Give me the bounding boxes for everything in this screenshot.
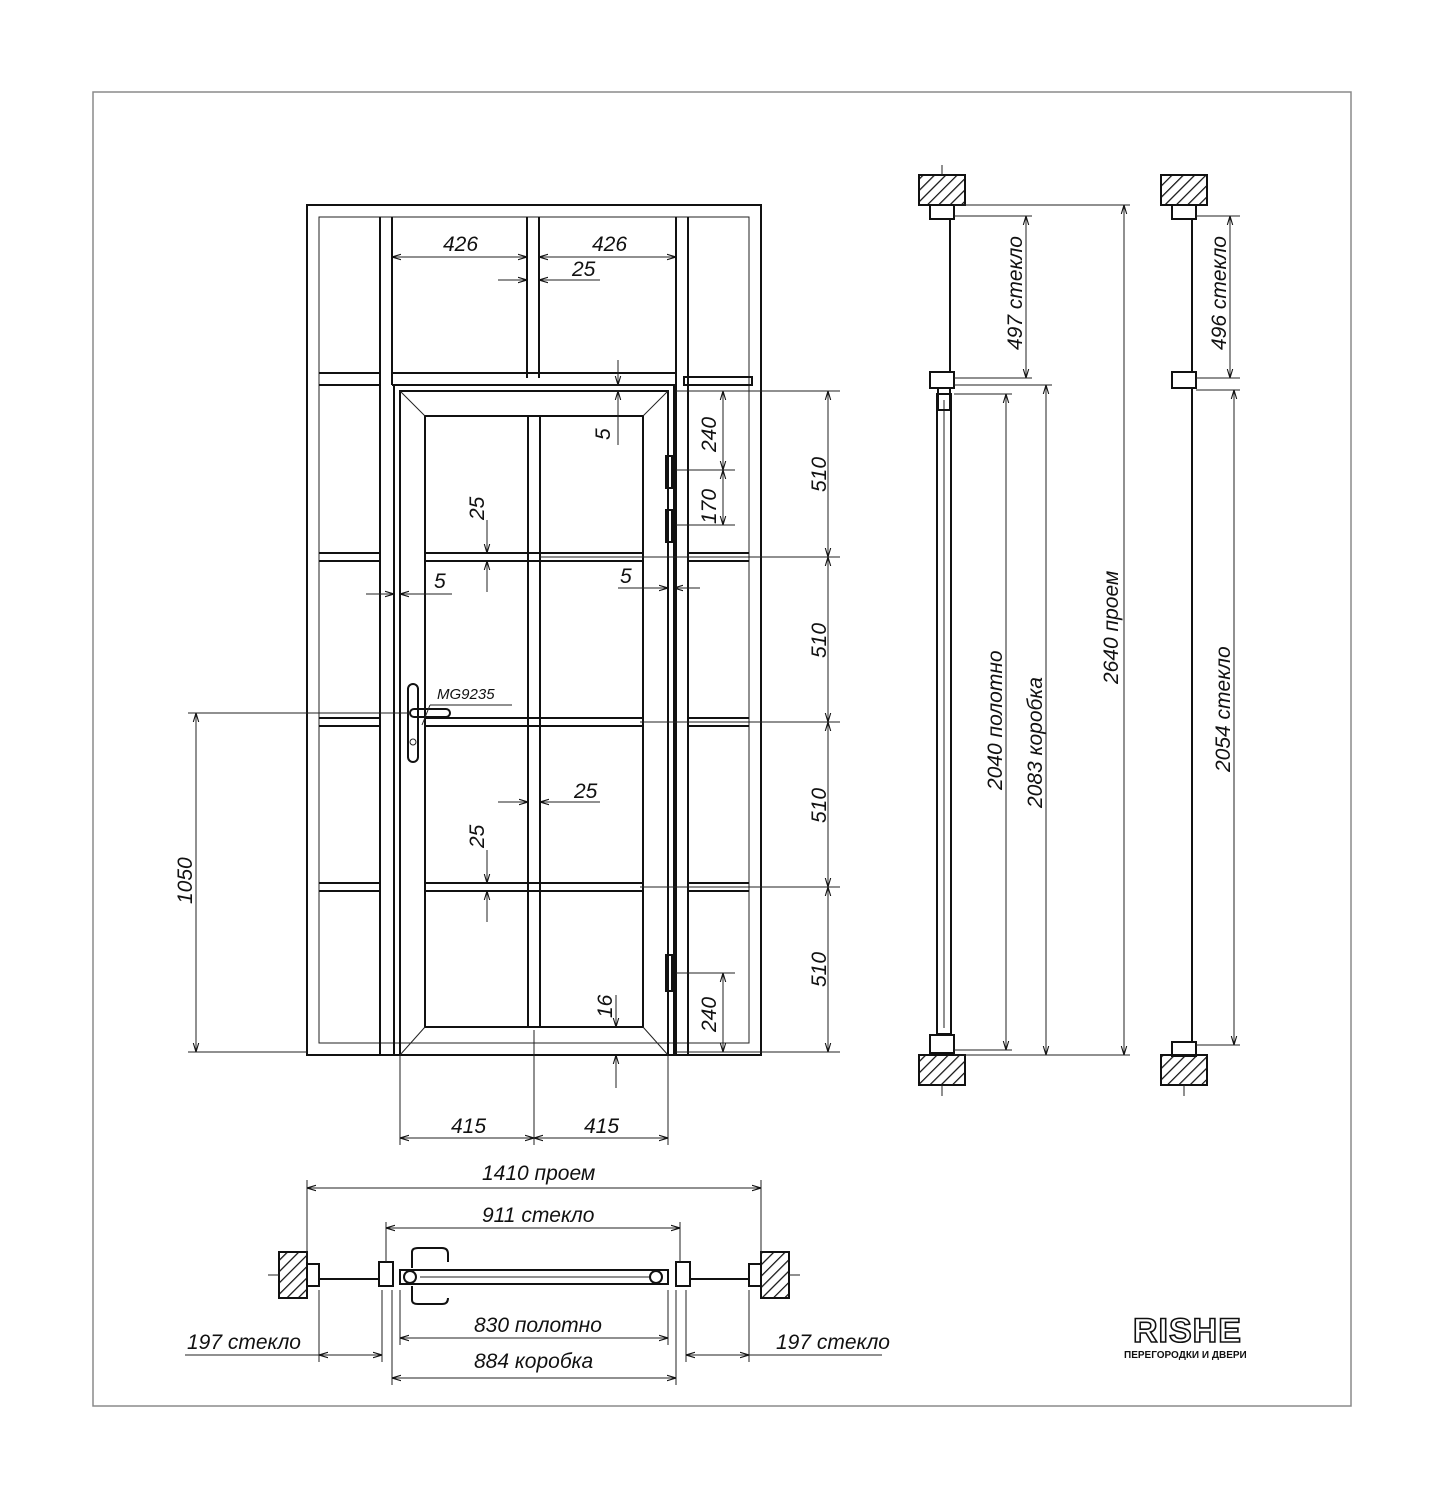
dim-section-side-transom-glass: 496 стекло — [1208, 236, 1231, 350]
sheet-border — [92, 91, 1352, 1407]
dim-hinge-spacing: 170 — [698, 489, 721, 524]
dim-handle-height: 1050 — [174, 857, 197, 904]
section-side-wall-top-icon — [1160, 174, 1208, 206]
dim-hinge-bottom-offset: 240 — [698, 997, 721, 1033]
hinge-top-icon — [665, 455, 673, 489]
dim-hinge-top-offset: 240 — [698, 417, 721, 453]
dim-plan-frame-box: 884 коробка — [474, 1350, 593, 1373]
dim-gap-left: 5 — [434, 570, 446, 593]
dim-plan-side-glass-right: 197 стекло — [776, 1331, 890, 1354]
dim-gap-right: 5 — [620, 565, 632, 588]
dim-door-bar-upper: 25 — [466, 496, 489, 521]
handle-model-label: MG9235 — [437, 686, 495, 703]
dim-door-bar-lower: 25 — [466, 824, 489, 849]
dim-row-1: 510 — [808, 457, 831, 492]
dim-row-4: 510 — [808, 952, 831, 987]
hinge-bottom-icon — [665, 954, 673, 992]
dim-row-2: 510 — [808, 623, 831, 658]
plan-handle-icon — [411, 1247, 449, 1268]
dim-top-gap: 5 — [592, 428, 615, 440]
section-side-wall-bottom-icon — [1160, 1054, 1208, 1086]
section-door-wall-bottom-icon — [918, 1054, 966, 1086]
plan-view: 1410 проем 911 стекло 830 полотно 884 ко… — [185, 1162, 890, 1385]
dim-plan-opening: 1410 проем — [482, 1162, 595, 1185]
section-side: 496 стекло 2054 стекло — [1160, 174, 1240, 1096]
dim-leaf-right: 415 — [584, 1115, 619, 1138]
rishe-logo: RISHE ПЕРЕГОРОДКИ И ДВЕРИ — [1124, 1311, 1247, 1361]
dim-section-door-leaf: 2040 полотно — [984, 650, 1007, 791]
dim-plan-leaf: 830 полотно — [474, 1314, 602, 1337]
dim-plan-glass-total: 911 стекло — [482, 1204, 595, 1227]
logo-tagline: ПЕРЕГОРОДКИ И ДВЕРИ — [1124, 1350, 1247, 1361]
dim-top-mullion: 25 — [571, 258, 596, 281]
dim-door-mullion: 25 — [573, 780, 598, 803]
dim-top-right-width: 426 — [592, 233, 627, 256]
section-door: 497 стекло 2040 полотно 2083 коробка 264… — [918, 165, 1130, 1096]
dim-section-door-frame-box: 2083 коробка — [1024, 677, 1047, 809]
dim-bottom-rail: 16 — [594, 994, 617, 1018]
dim-section-side-glass: 2054 стекло — [1212, 646, 1235, 773]
front-elevation: MG9235 426 426 25 5 240 170 510 51 — [174, 204, 840, 1145]
logo-name: RISHE — [1133, 1312, 1242, 1350]
dim-leaf-left: 415 — [451, 1115, 486, 1138]
hinge-middle-icon — [665, 509, 673, 543]
dim-section-door-transom-glass: 497 стекло — [1004, 236, 1027, 350]
dim-plan-side-glass-left: 197 стекло — [187, 1331, 301, 1354]
wall-left-icon — [278, 1251, 308, 1299]
dim-top-left-width: 426 — [443, 233, 478, 256]
dim-row-3: 510 — [808, 788, 831, 823]
wall-right-icon — [760, 1251, 790, 1299]
section-door-wall-top-icon — [918, 174, 966, 206]
dim-section-door-opening: 2640 проем — [1100, 571, 1123, 685]
